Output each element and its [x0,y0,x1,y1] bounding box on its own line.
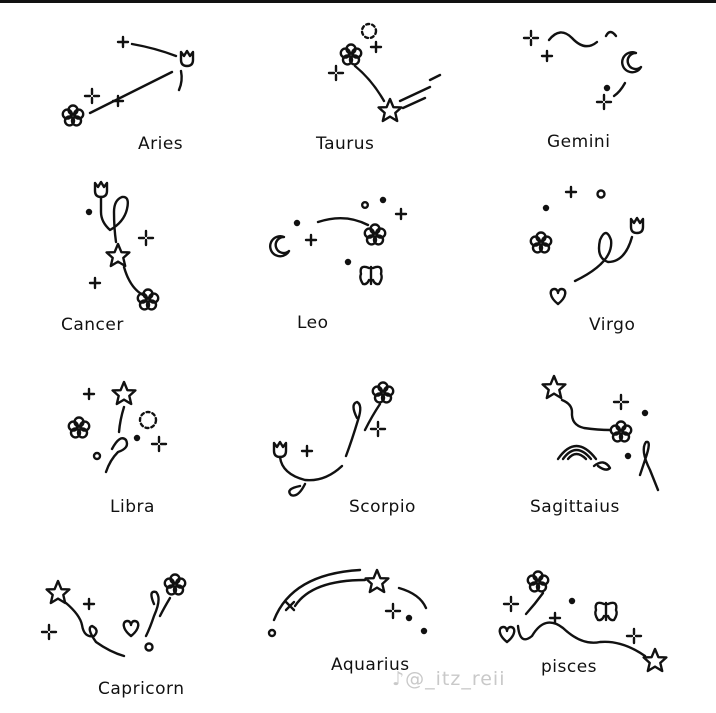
sign-label-scorpio: Scorpio [349,497,416,517]
sign-label-gemini: Gemini [547,132,611,152]
aquarius-doodle [269,568,426,636]
cancer-doodle [87,180,160,311]
scorpio-doodle [272,381,395,496]
sign-label-capricorn: Capricorn [98,679,185,699]
sagittarius-doodle [541,374,658,490]
sign-label-aquarius: Aquarius [331,655,410,675]
sign-label-sagittarius: Sagittaius [530,497,620,517]
top-border-line [0,0,716,3]
capricorn-doodle [40,573,187,657]
aries-doodle [61,35,195,127]
taurus-doodle [327,24,440,123]
sign-label-virgo: Virgo [589,315,636,335]
leo-doodle [269,198,408,286]
sign-label-cancer: Cancer [61,315,124,335]
sign-label-pisces: pisces [541,657,598,677]
sign-label-aries: Aries [138,134,184,154]
libra-doodle [67,380,168,472]
sign-label-taurus: Taurus [316,134,375,154]
virgo-doodle [529,185,645,306]
pisces-doodle [498,570,668,673]
sign-label-libra: Libra [110,497,155,517]
creator-watermark: ♪@_itz_reii [392,668,506,690]
sign-label-leo: Leo [297,313,329,333]
gemini-doodle [522,29,643,111]
